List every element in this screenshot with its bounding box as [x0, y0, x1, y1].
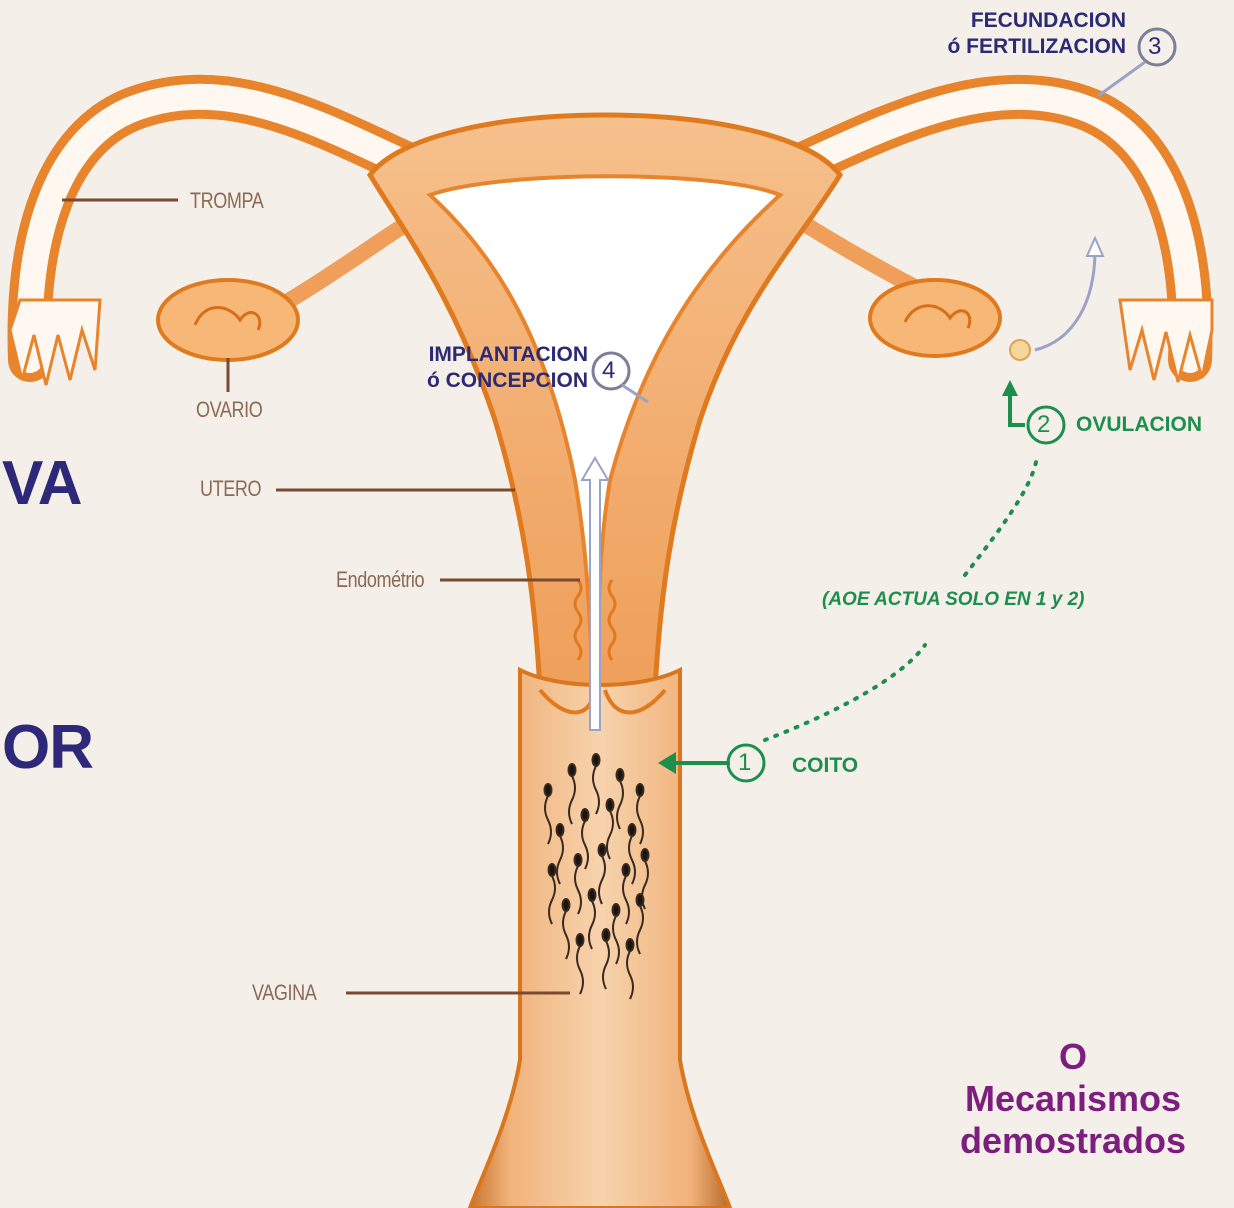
coitus-number: 1 — [738, 749, 751, 777]
sperm-cell — [545, 784, 552, 796]
label-endometrium: Endométrio — [336, 567, 424, 593]
coitus-label: COITO — [792, 754, 858, 778]
uterus — [370, 115, 840, 690]
mechanisms-caption: O Mecanismos demostrados — [918, 1036, 1228, 1162]
sperm-cell — [577, 934, 584, 946]
left-ovary — [158, 280, 298, 360]
sperm-cell — [563, 899, 570, 911]
sperm-cell — [629, 824, 636, 836]
sperm-cell — [617, 769, 624, 781]
mechanisms-line3: demostrados — [918, 1120, 1228, 1162]
ovum — [1010, 238, 1103, 360]
mechanisms-line1: O — [918, 1036, 1228, 1078]
implantation-line1: IMPLANTACION — [427, 342, 588, 368]
ovulation-label: OVULACION — [1076, 413, 1202, 437]
implantation-label: IMPLANTACION ó CONCEPCION — [427, 342, 588, 394]
sperm-cell — [603, 929, 610, 941]
slide-fragment-1: VA — [2, 448, 82, 519]
sperm-cell — [623, 864, 630, 876]
sperm-cell — [593, 754, 600, 766]
label-vagina: VAGINA — [252, 980, 316, 1006]
right-ovary — [870, 280, 1000, 356]
fertilization-label: FECUNDACION ó FERTILIZACION — [948, 8, 1126, 60]
label-tube: TROMPA — [190, 188, 263, 214]
mechanisms-line2: Mecanismos — [918, 1078, 1228, 1120]
ovulation-arrow — [1002, 380, 1064, 443]
ovulation-number: 2 — [1037, 411, 1050, 439]
sperm-cell — [549, 864, 556, 876]
implantation-line2: ó CONCEPCION — [427, 368, 588, 394]
implantation-number: 4 — [602, 357, 615, 385]
sperm-cell — [627, 939, 634, 951]
fertilization-number: 3 — [1148, 33, 1161, 61]
sperm-cell — [642, 849, 649, 861]
sperm-cell — [589, 889, 596, 901]
fertilization-line2: ó FERTILIZACION — [948, 34, 1126, 60]
fertilization-line1: FECUNDACION — [948, 8, 1126, 34]
right-fallopian-tube — [790, 97, 1212, 382]
sperm-cell — [613, 904, 620, 916]
label-uterus: UTERO — [200, 476, 261, 502]
sperm-cell — [569, 764, 576, 776]
label-ovary: OVARIO — [196, 397, 262, 423]
sperm-cell — [637, 784, 644, 796]
sperm-cell — [557, 824, 564, 836]
sperm-cell — [575, 854, 582, 866]
sperm-cell — [637, 894, 644, 906]
sperm-cell — [599, 844, 606, 856]
slide-fragment-2: OR — [2, 712, 93, 783]
vagina — [470, 670, 730, 1208]
aoe-note: (AOE ACTUA SOLO EN 1 y 2) — [822, 589, 1085, 611]
sperm-cell — [607, 799, 614, 811]
sperm-cell — [582, 809, 589, 821]
